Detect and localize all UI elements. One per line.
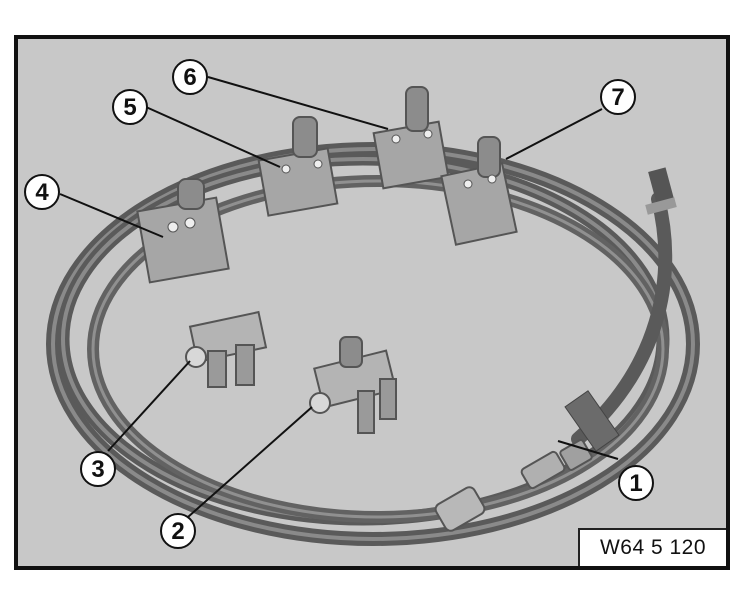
hose-label-tag: [564, 390, 620, 452]
hose-coil: [46, 142, 700, 546]
svg-text:1: 1: [629, 470, 642, 497]
adapter-block-6: [372, 86, 450, 190]
connector-2: [309, 336, 397, 434]
svg-text:5: 5: [123, 94, 136, 121]
svg-text:7: 7: [611, 84, 624, 111]
svg-text:3: 3: [91, 456, 104, 483]
callout-1: 1: [618, 465, 654, 501]
callout-7: 7: [600, 79, 636, 115]
adapter-block-7: [440, 136, 518, 246]
svg-text:4: 4: [35, 179, 49, 206]
hose-end-fitting-bottom: [434, 439, 593, 532]
callout-2: 2: [160, 513, 196, 549]
adapter-block-5: [257, 116, 339, 217]
leader-lines: [59, 76, 619, 518]
callout-6: 6: [172, 59, 208, 95]
figure-reference-code: W64 5 120: [599, 536, 707, 559]
svg-text:6: 6: [183, 64, 196, 91]
adapter-block-4: [136, 178, 230, 284]
connector-3: [185, 310, 268, 388]
callout-3: 3: [80, 451, 116, 487]
parts-photo: 6 5 4 7 3 2 1: [24, 59, 700, 549]
callout-4: 4: [24, 174, 60, 210]
svg-text:2: 2: [171, 518, 184, 545]
photo-frame: 6 5 4 7 3 2 1 W64 5 120: [14, 35, 730, 570]
figure-reference-box: W64 5 120: [578, 528, 726, 566]
callout-5: 5: [112, 89, 148, 125]
hose-end-fitting-right: [645, 167, 677, 215]
